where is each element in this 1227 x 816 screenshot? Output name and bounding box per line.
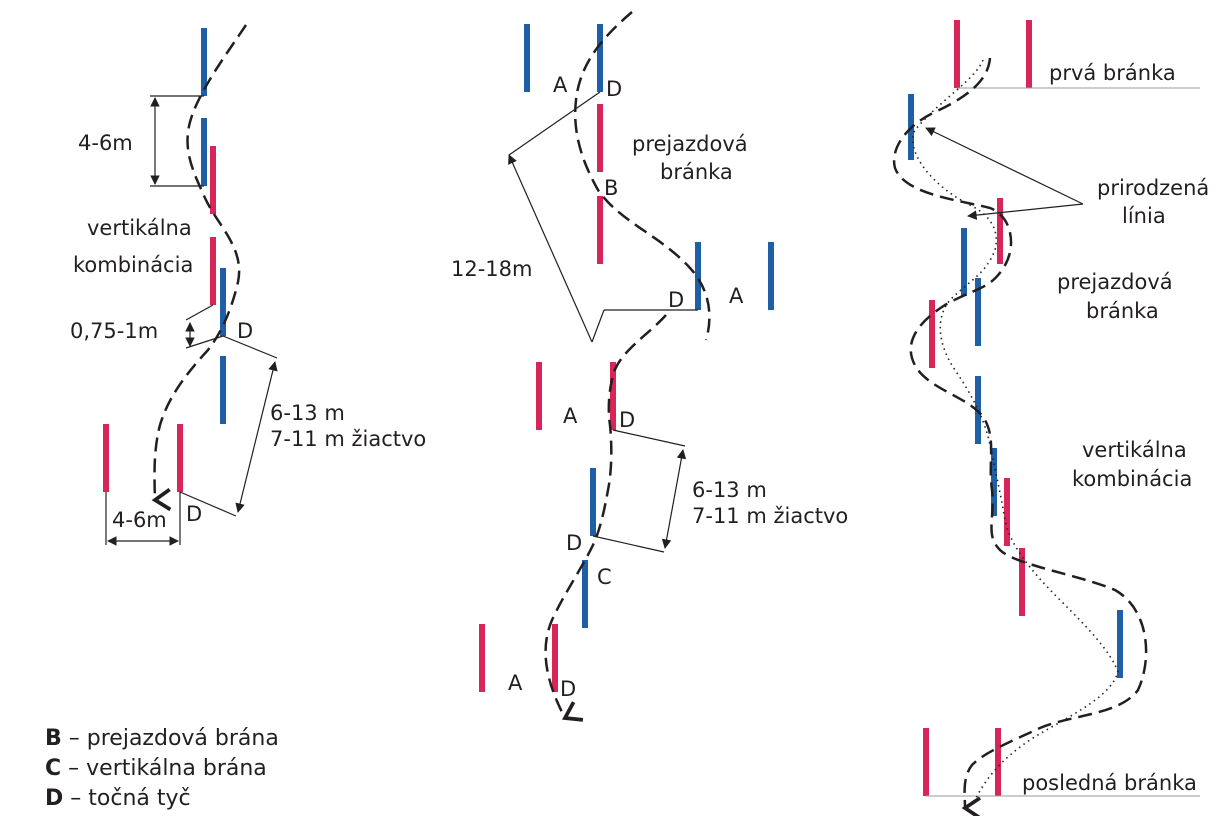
legend-key: D	[45, 786, 64, 811]
dim-label-12-18m: 12-18m	[451, 257, 532, 281]
dim-label-6-13m: 6-13 m	[270, 401, 345, 425]
vertical-combination-label-line1: vertikálna	[87, 216, 192, 240]
last-gate-label: posledná bránka	[1022, 771, 1197, 795]
dim-label-4-6m-bottom: 4-6m	[112, 508, 167, 532]
dim-4-6m-top	[150, 95, 204, 187]
diagram-3-poles	[908, 20, 1123, 796]
pivot-label: D	[237, 319, 253, 343]
diagram-3: prvá bránka prirodzená línia prejazdová …	[892, 20, 1209, 816]
natural-line-dotted	[912, 59, 1119, 801]
dim-label-4-6m-top: 4-6m	[78, 131, 133, 155]
dim-075-1m	[185, 304, 224, 349]
dim-12-18m	[508, 91, 698, 343]
pivot-label: D	[186, 502, 202, 526]
crossing-gate-label-line1: prejazdová	[632, 132, 748, 156]
legend-item-b: B – prejazdová brána	[45, 724, 279, 754]
legend-text: – točná tyč	[70, 786, 191, 811]
pivot-label: D	[619, 408, 635, 432]
gate-letter-a: A	[563, 404, 578, 428]
gate-letter-a: A	[508, 671, 523, 695]
ski-path	[151, 24, 248, 512]
pivot-label: D	[566, 531, 582, 555]
crossing-gate-label-line1: prejazdová	[1057, 270, 1173, 294]
crossing-gate-label-line2: bránka	[1086, 299, 1159, 323]
ski-path	[892, 57, 1148, 816]
gate-letter-a: A	[729, 284, 744, 308]
dim-label-075-1m: 0,75-1m	[70, 319, 158, 343]
vertical-combination-label-line2: kombinácia	[73, 253, 193, 277]
dim-4-6m-bottom	[105, 492, 181, 546]
pivot-label: D	[606, 77, 622, 101]
diagram-2-poles	[479, 24, 774, 692]
vertical-combination-label-line1: vertikálna	[1082, 438, 1187, 462]
gate-letter-c: C	[597, 565, 612, 589]
legend-key: C	[45, 756, 62, 781]
diagram-1-poles	[103, 28, 226, 492]
diagram-1: 4-6m vertikálna kombinácia 0,75-1m D 6-1…	[70, 24, 426, 546]
legend: B – prejazdová brána C – vertikálna brán…	[45, 724, 279, 814]
legend-item-c: C – vertikálna brána	[45, 754, 279, 784]
dim-label-7-11m: 7-11 m žiactvo	[270, 427, 426, 451]
pivot-label: D	[668, 288, 684, 312]
dim-6-13m-middle	[592, 429, 687, 553]
crossing-gate-label-line2: bránka	[660, 160, 733, 184]
ski-path	[544, 314, 667, 722]
pivot-label: D	[560, 677, 576, 701]
dim-label-7-11m: 7-11 m žiactvo	[692, 504, 848, 528]
natural-line-label-line1: prirodzená	[1097, 176, 1209, 200]
gate-letter-a: A	[553, 73, 568, 97]
legend-item-d: D – točná tyč	[45, 784, 279, 814]
ski-path	[574, 11, 711, 341]
first-gate-label: prvá bránka	[1049, 61, 1176, 85]
vertical-combination-label-line2: kombinácia	[1072, 467, 1192, 491]
dim-6-13m-left	[179, 335, 278, 517]
legend-key: B	[45, 726, 62, 751]
gate-letter-b: B	[604, 176, 618, 200]
dim-label-6-13m: 6-13 m	[692, 478, 767, 502]
legend-text: – prejazdová brána	[68, 726, 279, 751]
legend-text: – vertikálna brána	[68, 756, 267, 781]
natural-line-label-line2: línia	[1122, 204, 1166, 228]
diagram-2: A D prejazdová bránka B 12-18m D A A D 6…	[451, 11, 848, 722]
natural-line-leaders	[925, 127, 1084, 220]
